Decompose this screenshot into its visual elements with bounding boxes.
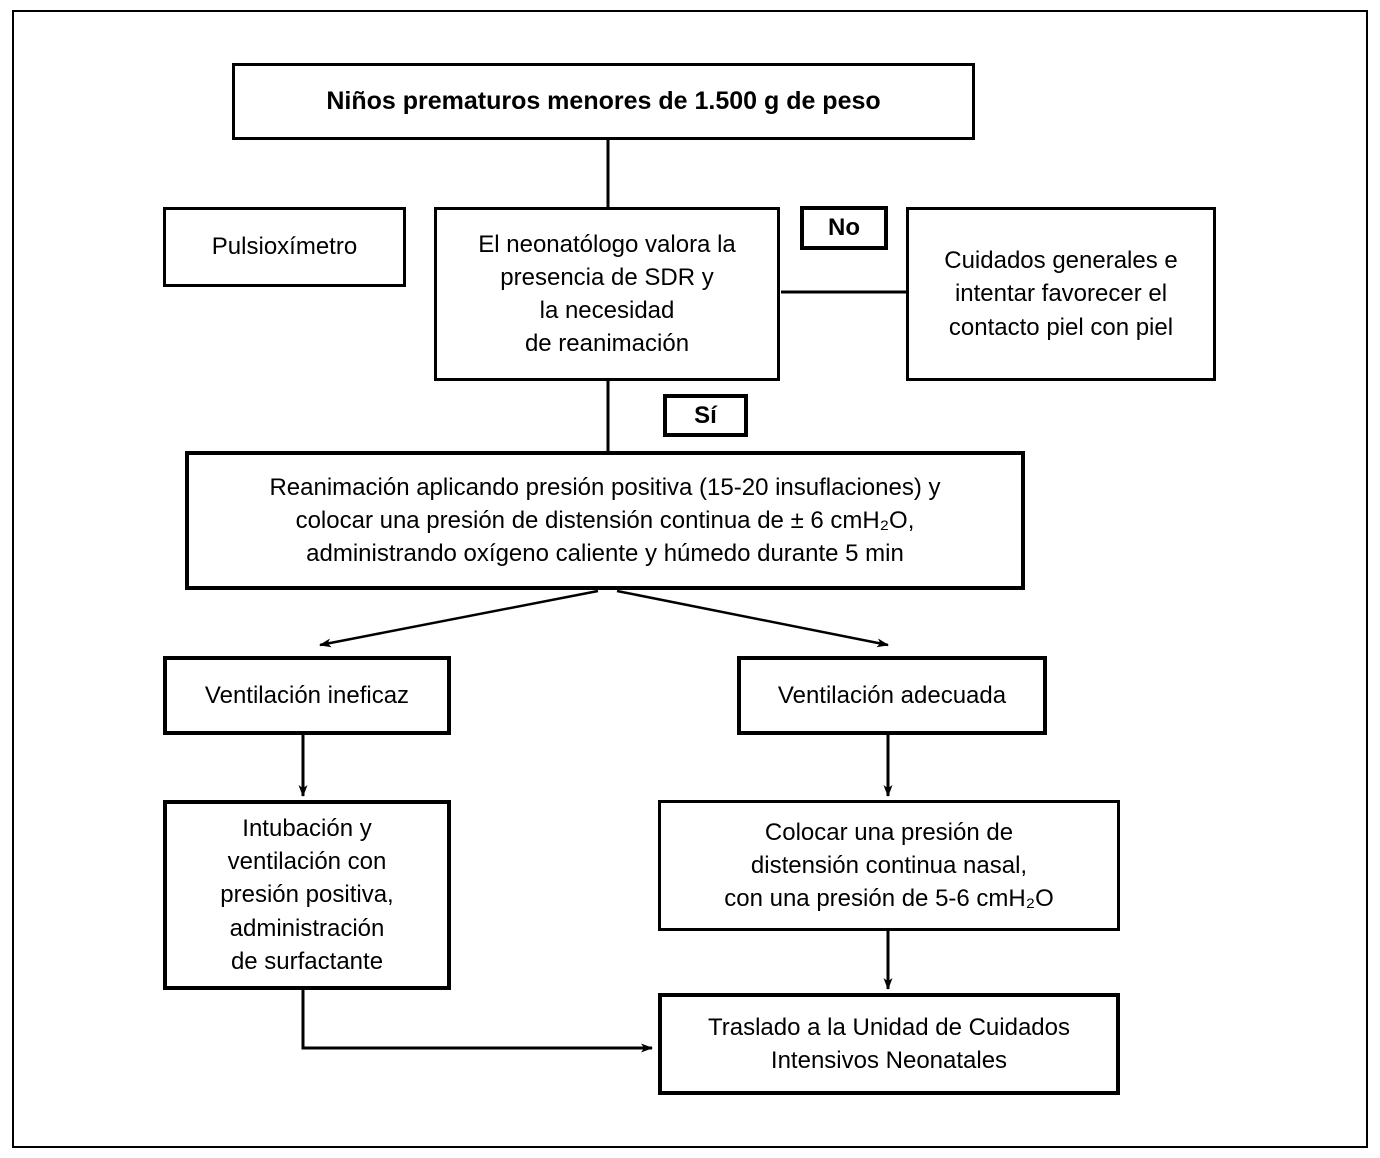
box-intubation-surfactant: Intubación y ventilación con presión pos… (163, 800, 451, 990)
box-ventilation-adequate: Ventilación adecuada (737, 656, 1047, 735)
label-yes-branch: Sí (663, 394, 748, 437)
box-pulse-oximeter: Pulsioxímetro (163, 207, 406, 287)
box-general-care: Cuidados generales e intentar favorecer … (906, 207, 1216, 381)
box-neonatologist-assessment: El neonatólogo valora la presencia de SD… (434, 207, 780, 381)
diagram-border (12, 10, 1368, 1148)
box-resuscitation: Reanimación aplicando presión positiva (… (185, 451, 1025, 590)
box-nicu-transfer: Traslado a la Unidad de Cuidados Intensi… (658, 993, 1120, 1095)
box-nasal-cpap: Colocar una presión de distensión contin… (658, 800, 1120, 931)
box-title: Niños prematuros menores de 1.500 g de p… (232, 63, 975, 140)
box-ventilation-ineffective: Ventilación ineficaz (163, 656, 451, 735)
label-no-branch: No (800, 206, 888, 250)
